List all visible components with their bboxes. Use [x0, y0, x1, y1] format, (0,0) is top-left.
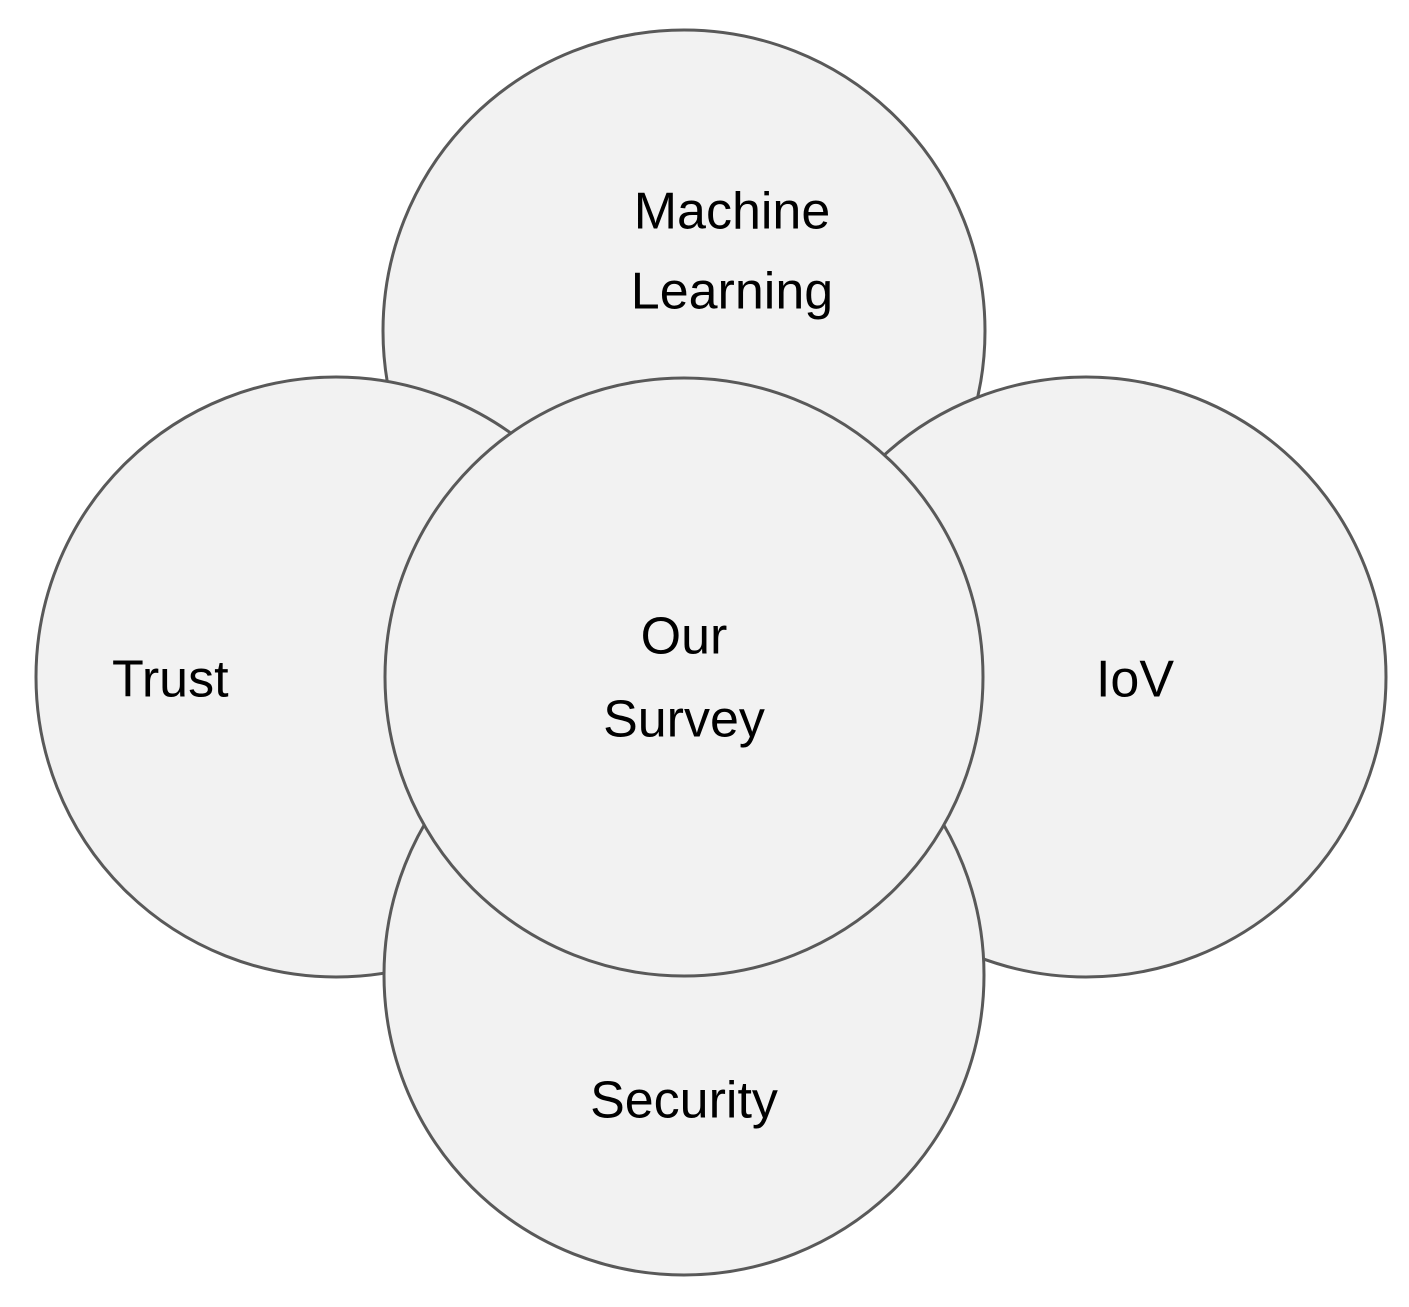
- label-our-survey-line2: Survey: [603, 691, 765, 749]
- label-machine-learning-line2: Learning: [631, 263, 833, 321]
- circle-our-survey[interactable]: [383, 376, 985, 978]
- label-trust: Trust: [112, 651, 229, 709]
- label-our-survey-line1: Our: [641, 608, 728, 666]
- label-iov: IoV: [1096, 651, 1174, 709]
- label-machine-learning-line1: Machine: [634, 183, 831, 241]
- label-security: Security: [590, 1072, 778, 1130]
